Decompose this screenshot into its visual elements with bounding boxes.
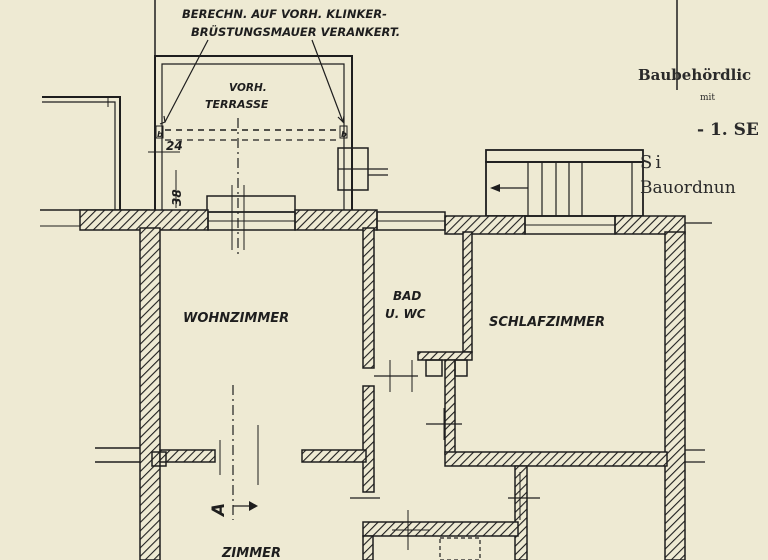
dimension-24: 24 xyxy=(166,139,183,153)
terrace-label-line-1: VORH. xyxy=(229,82,267,94)
room-label-zimmer: ZIMMER xyxy=(221,546,281,560)
stamp-line-4: Si xyxy=(640,152,664,173)
section-marker-a: A xyxy=(209,503,229,518)
note-line-2: BRÜSTUNGSMAUER VERANKERT. xyxy=(191,24,400,39)
marker-b-right: b xyxy=(341,130,347,139)
room-label-bad: BAD xyxy=(393,289,421,303)
leader-lines xyxy=(159,39,345,125)
room-label-wc: U. WC xyxy=(385,307,426,321)
door-marks xyxy=(219,360,540,560)
stamp-line-1: Baubehördlic xyxy=(638,66,751,84)
marker-box-right xyxy=(339,125,348,139)
note-line-1: BERECHN. AUF VORH. KLINKER- xyxy=(182,7,387,21)
room-label-wohnzimmer: WOHNZIMMER xyxy=(183,311,289,326)
marker-b-left: b xyxy=(157,130,163,139)
room-label-schlafzimmer: SCHLAFZIMMER xyxy=(489,315,605,330)
terrace-label-line-2: TERRASSE xyxy=(205,98,269,111)
stamp-line-5: Bauordnun xyxy=(640,178,736,198)
dimension-marks xyxy=(148,151,180,208)
stair-outline xyxy=(485,149,644,217)
terrace-outline xyxy=(154,55,388,255)
marker-box-left xyxy=(155,125,164,139)
walls xyxy=(79,209,686,560)
openings xyxy=(95,211,705,467)
stamp-line-3: - 1. SE xyxy=(697,120,759,140)
stamp-line-2: mit xyxy=(700,93,715,103)
dimension-38: 38 xyxy=(170,189,184,206)
neighbour-outline xyxy=(42,96,121,210)
